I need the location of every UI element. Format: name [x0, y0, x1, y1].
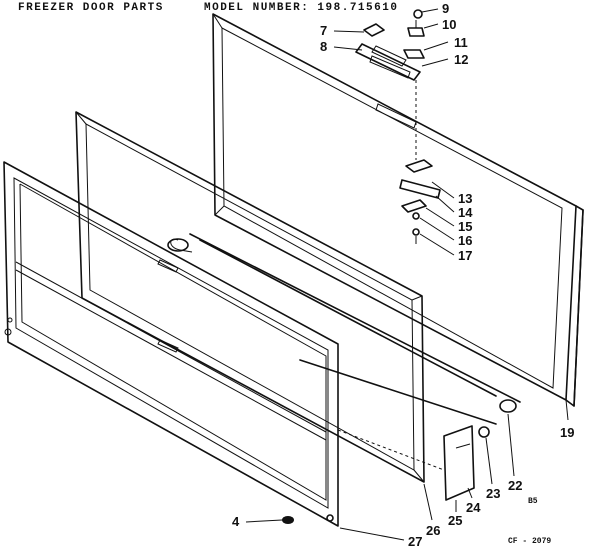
callout-15: 15: [458, 219, 472, 234]
callout-7: 7: [320, 23, 327, 38]
callout-17: 17: [458, 248, 472, 263]
callout-8: 8: [320, 39, 327, 54]
callout-11: 11: [454, 35, 468, 50]
callout-4: 4: [232, 514, 240, 529]
model-number: MODEL NUMBER: 198.715610: [204, 2, 398, 14]
callout-14: 14: [458, 205, 473, 220]
inner-liner-frame: [75, 111, 425, 483]
callout-19: 19: [560, 425, 574, 440]
callout-25: 25: [448, 513, 462, 528]
callout-12: 12: [454, 52, 468, 67]
callout-27: 27: [408, 534, 422, 548]
assembly-center-lines: [337, 80, 445, 471]
callout-24: 24: [466, 500, 481, 515]
lower-hinge-assembly: [399, 159, 441, 244]
leader-lines: [245, 8, 569, 541]
callout-9: 9: [442, 1, 449, 16]
door-gasket: [3, 161, 339, 527]
callout-13: 13: [458, 191, 472, 206]
callout-22: 22: [508, 478, 522, 493]
door-rod: [167, 233, 521, 425]
callout-26: 26: [426, 523, 440, 538]
bottom-clip: [443, 425, 490, 501]
screw-part-4: [282, 514, 334, 524]
section-code: B5: [528, 497, 538, 506]
top-hinge-assembly: [355, 9, 425, 81]
drawing-code: CF - 2079: [508, 537, 551, 546]
callout-numbers: 9 10 11 12 7 8 13 14 15 16 17 19 22 23 2…: [232, 1, 574, 549]
diagram-title: FREEZER DOOR PARTS: [18, 2, 164, 14]
callout-10: 10: [442, 17, 456, 32]
callout-16: 16: [458, 233, 472, 248]
callout-23: 23: [486, 486, 500, 501]
